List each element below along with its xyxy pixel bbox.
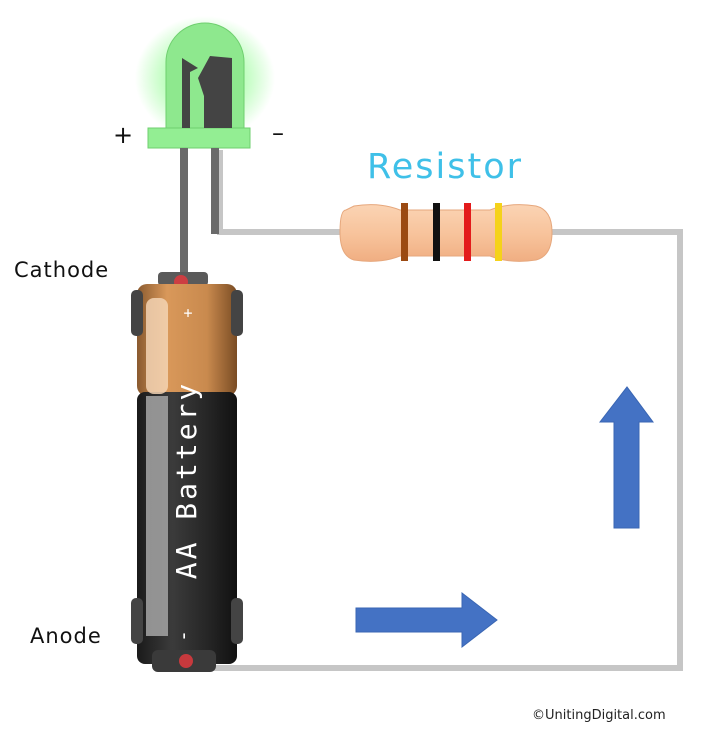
wire-resistor-to-battery [190, 229, 683, 671]
battery-plus-mark: + [183, 304, 192, 322]
led-minus-sign: – [272, 119, 284, 147]
arrow-right-icon [355, 591, 498, 649]
battery-highlight-top [146, 298, 168, 394]
credit-text: ©UnitingDigital.com [532, 708, 666, 723]
wire-circuit [190, 150, 683, 671]
led-leg-anode [180, 148, 188, 276]
cathode-label: Cathode [14, 258, 110, 282]
battery-clip-bl [131, 598, 143, 644]
arrow-up-icon [598, 386, 654, 529]
current-arrows [355, 386, 654, 649]
battery-highlight-bottom [146, 396, 168, 636]
led-anode-post [182, 58, 198, 128]
resistor-band-2 [433, 203, 440, 261]
led-icon [135, 16, 275, 276]
resistor-label: Resistor [367, 147, 523, 187]
battery-negative-dot [179, 654, 193, 668]
battery-minus-mark: - [171, 630, 195, 642]
battery-icon: + AA Battery - [131, 272, 243, 672]
battery-clip-br [231, 598, 243, 644]
anode-label: Anode [30, 624, 102, 648]
resistor-body [339, 204, 553, 262]
wire-led-to-resistor [217, 150, 345, 235]
led-cathode-anvil [198, 56, 232, 128]
battery-clip-tl [131, 290, 143, 336]
resistor-band-1 [401, 203, 408, 261]
led-rim [147, 127, 251, 149]
resistor-band-3 [464, 203, 471, 261]
battery-label: AA Battery [170, 381, 203, 580]
led-plus-sign: + [113, 121, 134, 149]
resistor-icon [339, 203, 553, 262]
led-leg-cathode [211, 148, 219, 234]
battery-clip-tr [231, 290, 243, 336]
resistor-band-4 [495, 203, 502, 261]
